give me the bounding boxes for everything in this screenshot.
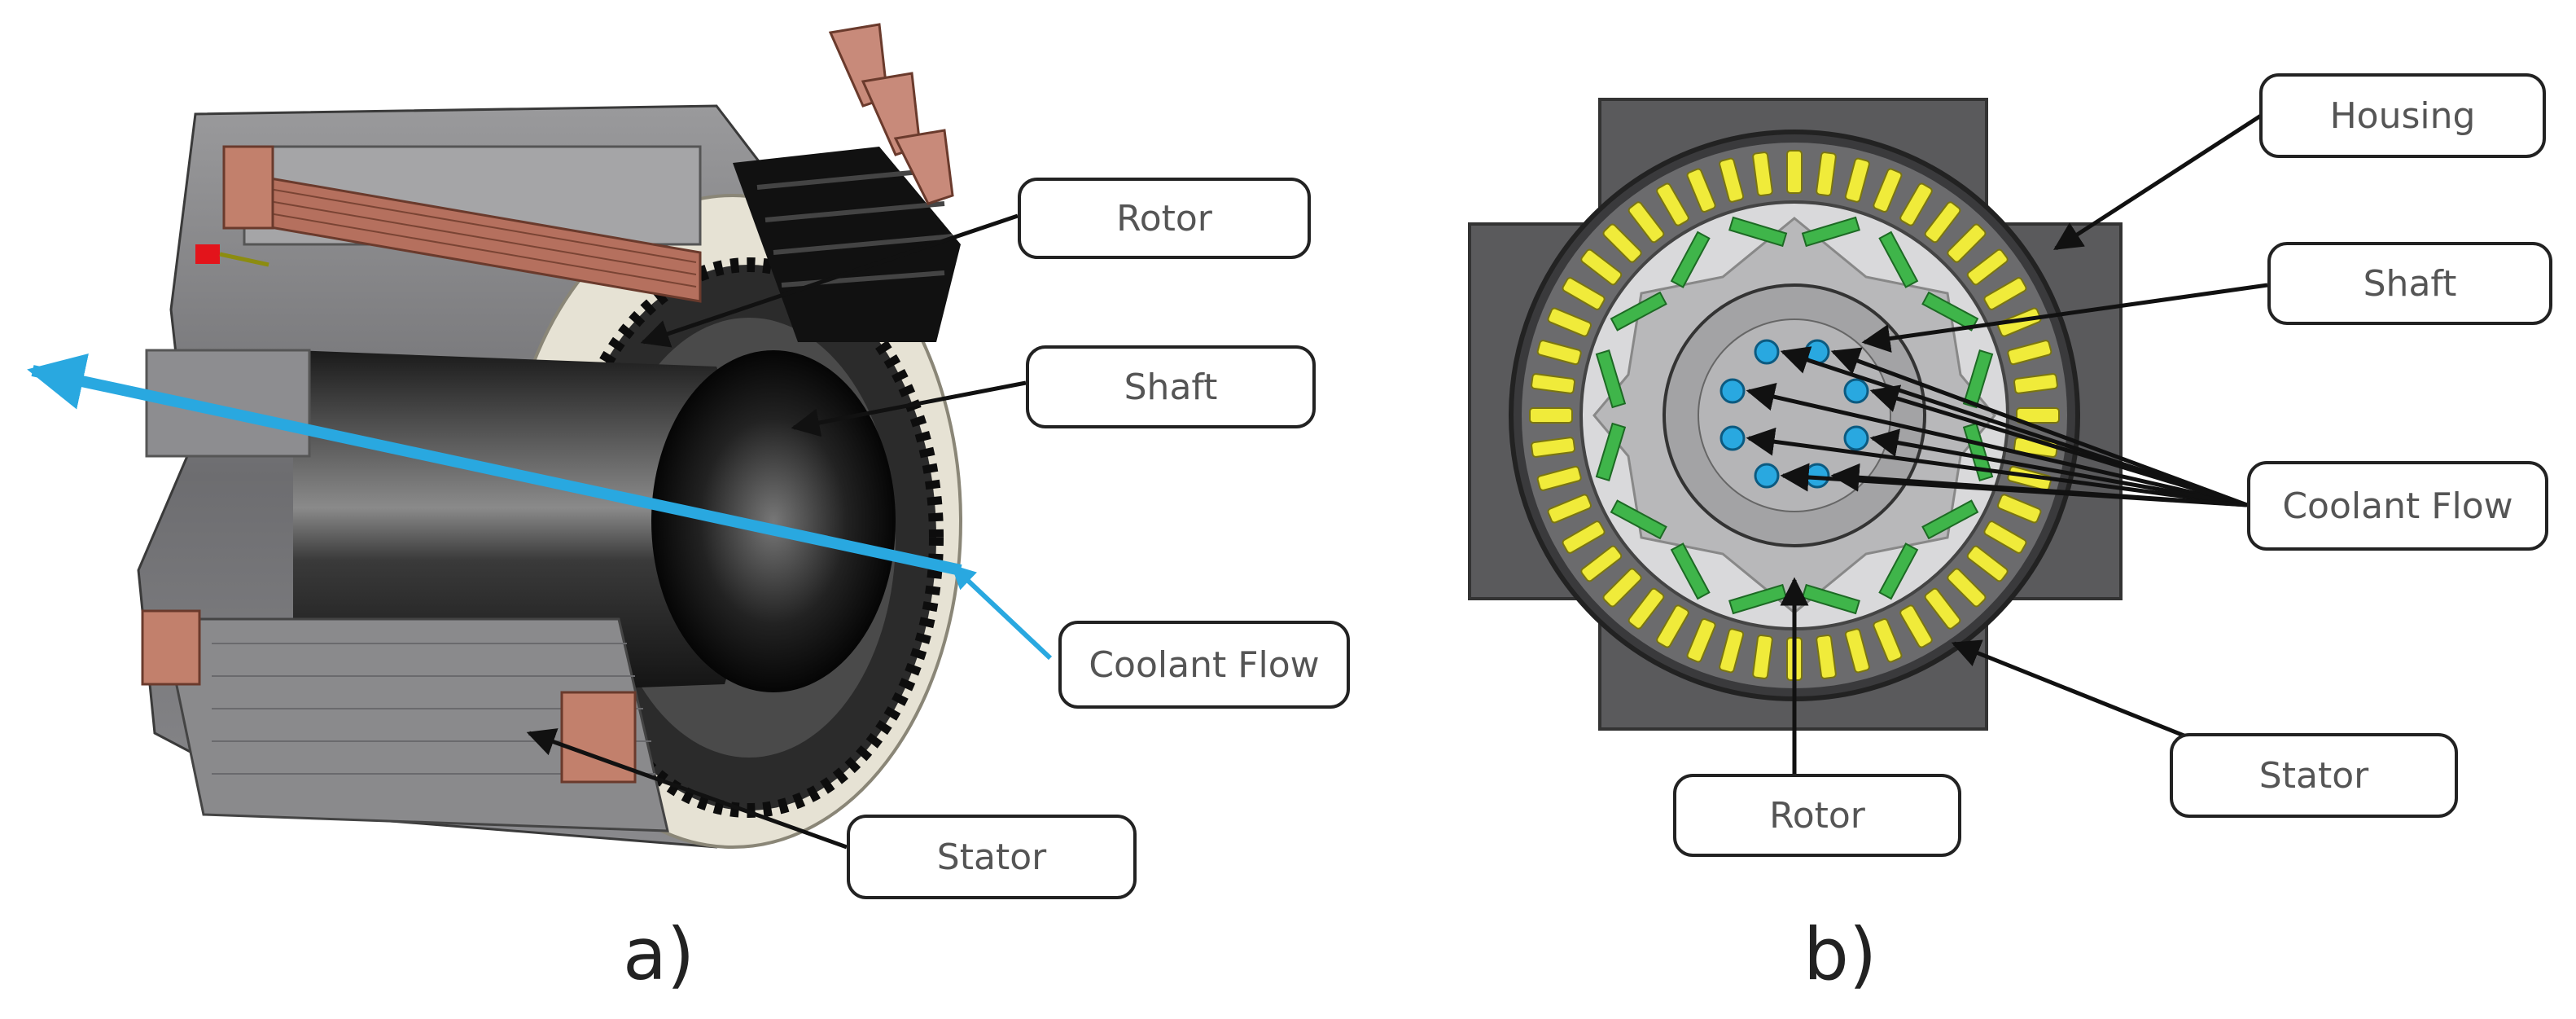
rotor-magnet — [1595, 422, 1627, 481]
stator-slot — [1536, 340, 1582, 366]
label-rotor-a: Rotor — [1018, 178, 1311, 259]
stator-slot — [1536, 465, 1582, 491]
stator-slot — [1983, 520, 2027, 554]
caption-a: a) — [623, 912, 695, 996]
rotor-bore — [293, 350, 773, 701]
stator-slot — [1816, 152, 1837, 197]
rotor-magnets — [1595, 216, 1994, 615]
winding-end-left-top — [222, 145, 274, 230]
stator-slot — [1752, 152, 1773, 197]
rotor-magnet — [1610, 291, 1667, 332]
stator-slot — [1602, 223, 1642, 263]
label-coolant-b: Coolant Flow — [2247, 461, 2548, 551]
leader-shaft-a — [791, 380, 1027, 437]
rotor-magnet — [1878, 542, 1919, 600]
stator-slot — [1816, 634, 1837, 679]
stator-slot — [1562, 277, 1606, 310]
stator-slot — [1983, 277, 2027, 310]
stator-slot — [1873, 618, 1903, 663]
stator-slot — [1966, 248, 2009, 286]
stator-slot — [2013, 373, 2058, 394]
stator-slot — [2016, 407, 2060, 424]
stator-slot — [1786, 150, 1803, 194]
stator-slots — [1529, 150, 2060, 681]
stator-slot — [2007, 340, 2052, 366]
label-stator-a: Stator — [847, 815, 1137, 899]
stator-slot — [1686, 618, 1716, 663]
label-stator-b: Stator — [2170, 733, 2458, 818]
label-shaft-a: Shaft — [1026, 345, 1316, 428]
leader-shaft-b — [1861, 283, 2268, 353]
coolant-flow-arrow — [27, 354, 962, 576]
stator-slot — [1686, 168, 1716, 213]
panel-b-cross-section — [1468, 98, 2268, 774]
copper-winding-bottom-right — [560, 691, 637, 784]
rotor-magnet — [1921, 291, 1979, 332]
label-rotor-b: Rotor — [1673, 774, 1961, 857]
stator-slot — [1529, 407, 1573, 424]
panel-a-motor-cutaway — [27, 23, 1053, 850]
copper-winding-bottom-left — [141, 609, 201, 686]
label-shaft-b: Shaft — [2267, 242, 2552, 325]
stator-slot — [1628, 201, 1665, 244]
stator-slot — [1547, 494, 1592, 524]
stator-slot — [1966, 545, 2009, 582]
stator-slot — [1531, 437, 1576, 458]
stator-slot — [1580, 545, 1623, 582]
rotor-magnet — [1610, 499, 1667, 540]
rotor-magnet — [1670, 231, 1711, 288]
stator-slot — [1602, 568, 1642, 608]
stator-slot — [1656, 182, 1689, 226]
stator-slot — [1947, 223, 1987, 263]
rotor-magnet — [1801, 216, 1860, 248]
stator-slot — [1947, 568, 1987, 608]
leader-stator-b — [1951, 639, 2199, 744]
caption-b: b) — [1803, 912, 1877, 996]
stator-slot — [1844, 628, 1870, 674]
stator-slot — [1873, 168, 1903, 213]
stator-slot — [1547, 307, 1592, 337]
stator-slot — [1628, 587, 1665, 630]
shaft-stub — [145, 349, 311, 458]
stator-slot — [1580, 248, 1623, 286]
leader-rotor-a — [640, 213, 1019, 348]
label-housing-b: Housing — [2259, 73, 2546, 158]
rotor-magnet — [1670, 542, 1711, 600]
stator-slot — [1899, 182, 1933, 226]
leaders-coolant-b — [1746, 346, 2248, 507]
stator-slot — [1752, 634, 1773, 679]
sensor — [195, 244, 220, 264]
stator-slot — [1562, 520, 1606, 554]
stator-slot — [1899, 604, 1933, 648]
rotor-magnet — [1878, 231, 1919, 288]
coolant-channels — [1720, 339, 1869, 489]
terminal-tabs — [828, 23, 954, 205]
coolant-pointer — [950, 564, 1053, 661]
rotor-magnet — [1921, 499, 1979, 540]
leader-housing-b — [2053, 112, 2265, 251]
stator-slot — [1656, 604, 1689, 648]
leader-stator-a — [526, 728, 848, 850]
stator-bottom — [161, 617, 669, 832]
stator-slot — [1924, 201, 1961, 244]
rotor-magnet — [1962, 349, 1994, 409]
stator-slot — [1719, 628, 1745, 674]
rotor-magnet — [1728, 216, 1788, 248]
stator-slot — [1844, 157, 1870, 203]
label-coolant-a: Coolant Flow — [1058, 621, 1350, 709]
stator-slot — [1924, 587, 1961, 630]
rotor-magnet — [1595, 349, 1627, 409]
stator-slot — [1719, 157, 1745, 203]
rotor-magnet — [1962, 422, 1994, 481]
stator-slot — [1997, 494, 2042, 524]
stator-slot — [1531, 373, 1576, 394]
